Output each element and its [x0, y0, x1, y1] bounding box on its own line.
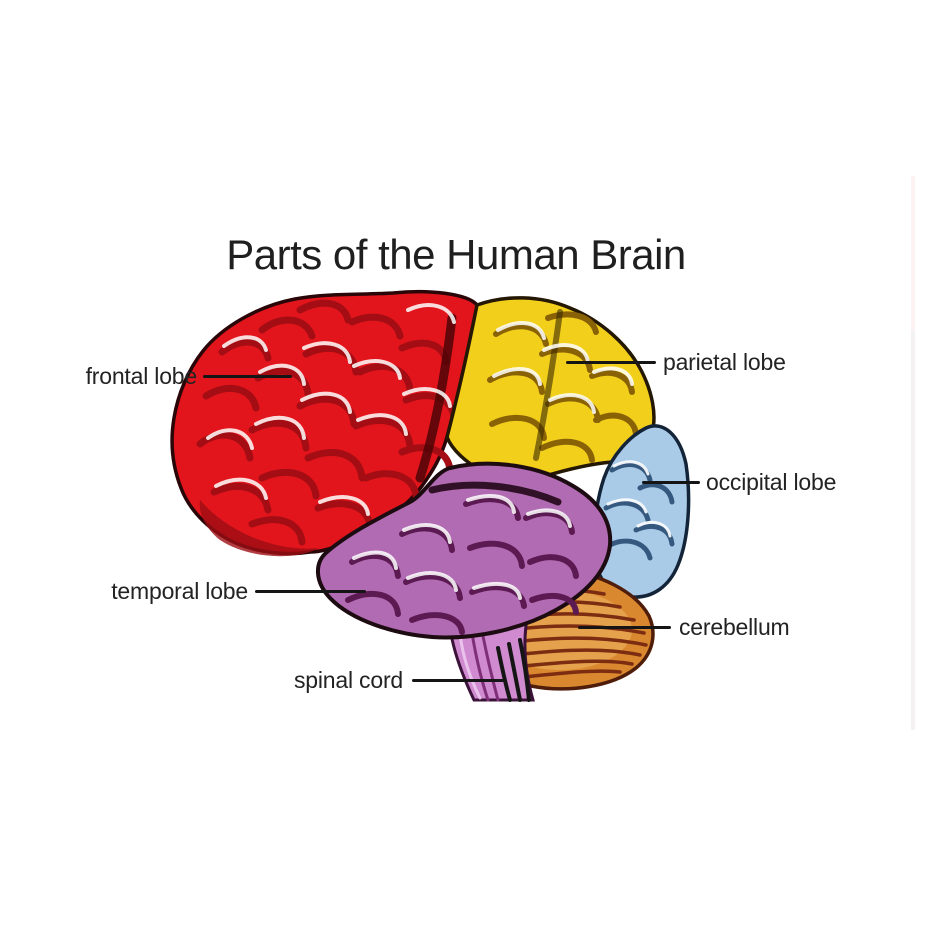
page-title: Parts of the Human Brain [226, 231, 686, 278]
label-frontal-lobe: frontal lobe [85, 363, 198, 389]
spinal-cord-leader-line [412, 679, 504, 682]
parietal-lobe-leader-line [566, 361, 656, 364]
cerebellum-leader-line [578, 626, 671, 629]
label-occipital-lobe: occipital lobe [706, 469, 837, 495]
photo-edge-artifact [911, 176, 915, 730]
frontal-lobe-leader-line [203, 375, 292, 378]
label-spinal-cord: spinal cord [293, 667, 403, 693]
frontal-lobe-shape [170, 289, 479, 557]
occipital-lobe-shape [592, 424, 691, 599]
label-parietal-lobe: parietal lobe [663, 349, 786, 375]
temporal-lobe-shape [316, 461, 613, 640]
parietal-lobe-shape [445, 296, 656, 482]
temporal-lobe-leader-line [255, 590, 366, 593]
label-temporal-lobe: temporal lobe [111, 578, 248, 604]
label-cerebellum: cerebellum [679, 614, 790, 640]
occipital-lobe-leader-line [642, 481, 700, 484]
